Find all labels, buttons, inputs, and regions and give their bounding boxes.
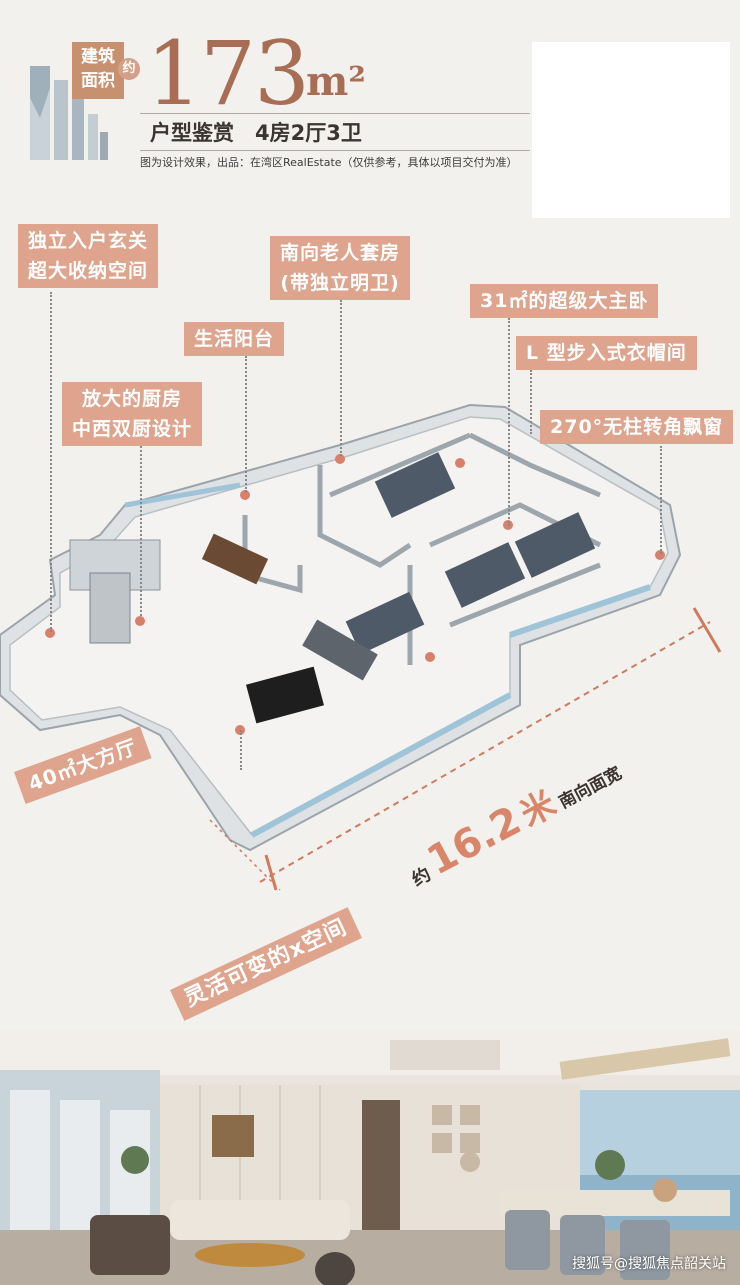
callout-master-bedroom: 31㎡的超级大主卧	[470, 284, 659, 318]
header-divider	[140, 113, 530, 114]
blank-panel	[532, 42, 730, 218]
area-unit: m²	[306, 58, 366, 105]
dimension-line	[209, 607, 722, 891]
callout-balcony: 生活阳台	[184, 322, 285, 356]
area-tag-line1: 建筑	[81, 47, 115, 67]
callout-kitchen-line2: 中西双厨设计	[72, 418, 193, 440]
elder-suite-leader	[340, 300, 342, 456]
building-logo-icon	[30, 66, 108, 160]
floor-plan-illustration	[0, 403, 682, 852]
callout-walk-in-closet: L 型步入式衣帽间	[516, 336, 697, 370]
area-number: 173	[146, 22, 310, 125]
watermark: 搜狐号@搜狐焦点韶关站	[572, 1256, 726, 1272]
master-bedroom-leader	[508, 318, 510, 526]
callout-elder-suite-line2: (带独立明卫)	[280, 272, 400, 294]
bay-window-leader	[660, 446, 662, 554]
area-tag-line2: 面积	[81, 71, 115, 91]
entrance-leader	[50, 292, 52, 632]
callout-elder-suite-line1: 南向老人套房	[280, 242, 401, 264]
callout-entrance-line2: 超大收纳空间	[28, 260, 149, 282]
callout-entrance-line1: 独立入户玄关	[28, 230, 149, 252]
callout-elder-suite: 南向老人套房 (带独立明卫)	[270, 236, 411, 300]
area-tag: 建筑 面积	[72, 42, 124, 99]
header-divider-2	[140, 150, 530, 151]
layout-subtitle: 户型鉴赏 4房2厅3卫	[150, 121, 362, 145]
closet-leader	[530, 370, 532, 434]
callout-entrance: 独立入户玄关 超大收纳空间	[18, 224, 159, 288]
disclaimer: 图为设计效果，出品：在湾区RealEstate（仅供参考，具体以项目交付为准）	[140, 156, 518, 169]
callout-kitchen-line1: 放大的厨房	[82, 388, 183, 410]
interior-scene	[0, 1030, 740, 1285]
callout-kitchen: 放大的厨房 中西双厨设计	[62, 382, 203, 446]
kitchen-leader	[140, 446, 142, 616]
approx-badge: 约	[118, 58, 140, 80]
balcony-leader	[245, 356, 247, 492]
interior-render: 搜狐号@搜狐焦点韶关站	[0, 1030, 740, 1285]
living-leader	[240, 730, 242, 770]
header: 建筑 面积 约 173 m² 户型鉴赏 4房2厅3卫 图为设计效果，出品：在湾区…	[0, 0, 740, 230]
callout-bay-window: 270°无柱转角飘窗	[540, 410, 734, 444]
